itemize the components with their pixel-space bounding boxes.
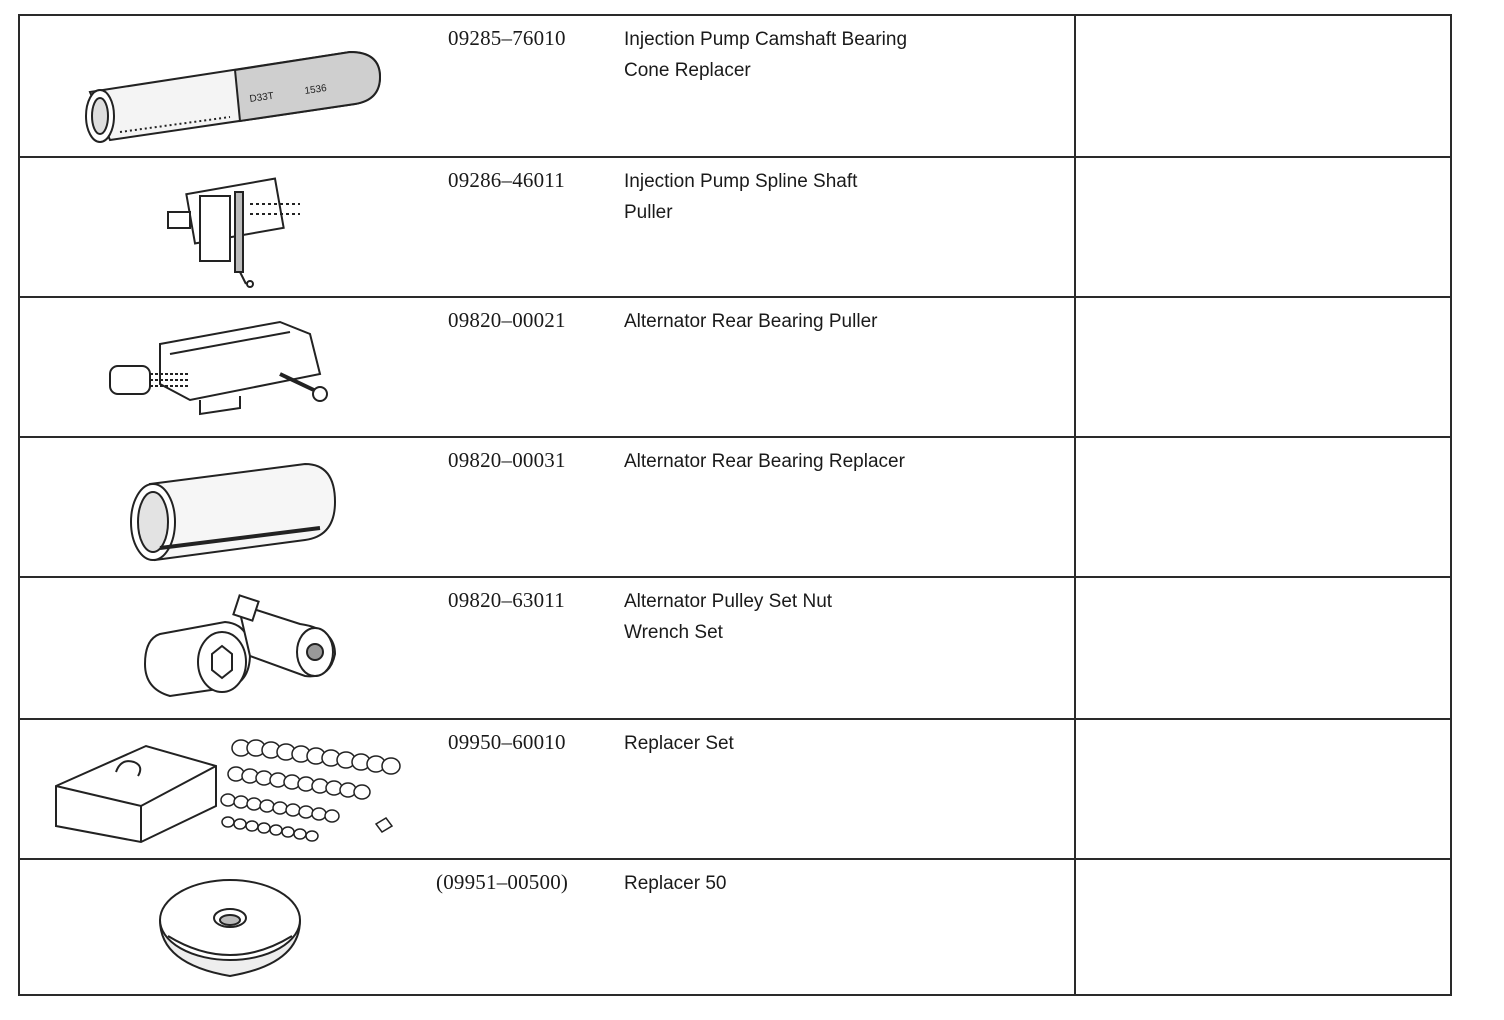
table-row: 09950–60010 Replacer Set xyxy=(20,720,1074,858)
tool-name: Alternator Rear Bearing Puller xyxy=(624,306,1044,337)
table-row: 09286–46011 Injection Pump Spline Shaft … xyxy=(20,158,1074,296)
part-number: 09286–46011 xyxy=(448,168,565,192)
row-divider xyxy=(20,718,1450,720)
spline-puller-icon xyxy=(50,164,410,292)
tool-name: Injection Pump Spline Shaft Puller xyxy=(624,166,1044,228)
table-row: 09820–00031 Alternator Rear Bearing Repl… xyxy=(20,438,1074,576)
tool-name: Alternator Rear Bearing Replacer xyxy=(624,446,1044,477)
nut-wrench-set-icon xyxy=(50,584,410,712)
row-divider xyxy=(20,296,1450,298)
part-number: 09820–00031 xyxy=(448,448,566,472)
table-row: (09951–00500) Replacer 50 xyxy=(20,860,1074,996)
part-number: (09951–00500) xyxy=(436,870,569,894)
bearing-puller-icon xyxy=(50,304,410,432)
bearing-replacer-icon xyxy=(50,444,410,572)
tool-name-line: Injection Pump Camshaft Bearing xyxy=(624,29,908,50)
cylinder-replacer-icon: D33T 1536 xyxy=(50,22,410,150)
table-row: 09820–63011 Alternator Pulley Set Nut Wr… xyxy=(20,578,1074,718)
row-divider xyxy=(20,858,1450,860)
replacer-set-icon xyxy=(36,726,416,854)
tool-name: Injection Pump Camshaft Bearing Cone Rep… xyxy=(624,24,1044,86)
tool-name: Alternator Pulley Set Nut Wrench Set xyxy=(624,586,1044,648)
tool-name-line: Injection Pump Spline Shaft xyxy=(624,171,858,192)
tool-name-line: Cone Replacer xyxy=(624,60,751,81)
tool-name: Replacer 50 xyxy=(624,868,1044,899)
row-divider xyxy=(20,576,1450,578)
svg-text:1536: 1536 xyxy=(304,83,328,97)
tool-name-line: Puller xyxy=(624,202,673,223)
row-divider xyxy=(20,156,1450,158)
part-number: 09950–60010 xyxy=(448,730,566,754)
column-divider xyxy=(1074,16,1076,994)
replacer-disc-icon xyxy=(50,866,410,994)
row-divider xyxy=(20,436,1450,438)
tool-name-line: Alternator Rear Bearing Puller xyxy=(624,311,878,332)
part-number: 09820–00021 xyxy=(448,308,566,332)
tool-name-line: Alternator Pulley Set Nut xyxy=(624,591,833,612)
tool-name-line: Replacer Set xyxy=(624,733,734,754)
table-row: 09820–00021 Alternator Rear Bearing Pull… xyxy=(20,298,1074,436)
tool-name-line: Replacer 50 xyxy=(624,873,727,894)
part-number: 09820–63011 xyxy=(448,588,565,612)
special-tools-table: D33T 1536 09285–76010 Injection Pump Cam… xyxy=(18,14,1452,996)
tool-name-line: Alternator Rear Bearing Replacer xyxy=(624,451,905,472)
table-row: D33T 1536 09285–76010 Injection Pump Cam… xyxy=(20,16,1074,156)
tool-name: Replacer Set xyxy=(624,728,1044,759)
tool-name-line: Wrench Set xyxy=(624,622,723,643)
svg-text:D33T: D33T xyxy=(249,91,275,105)
part-number: 09285–76010 xyxy=(448,26,566,50)
